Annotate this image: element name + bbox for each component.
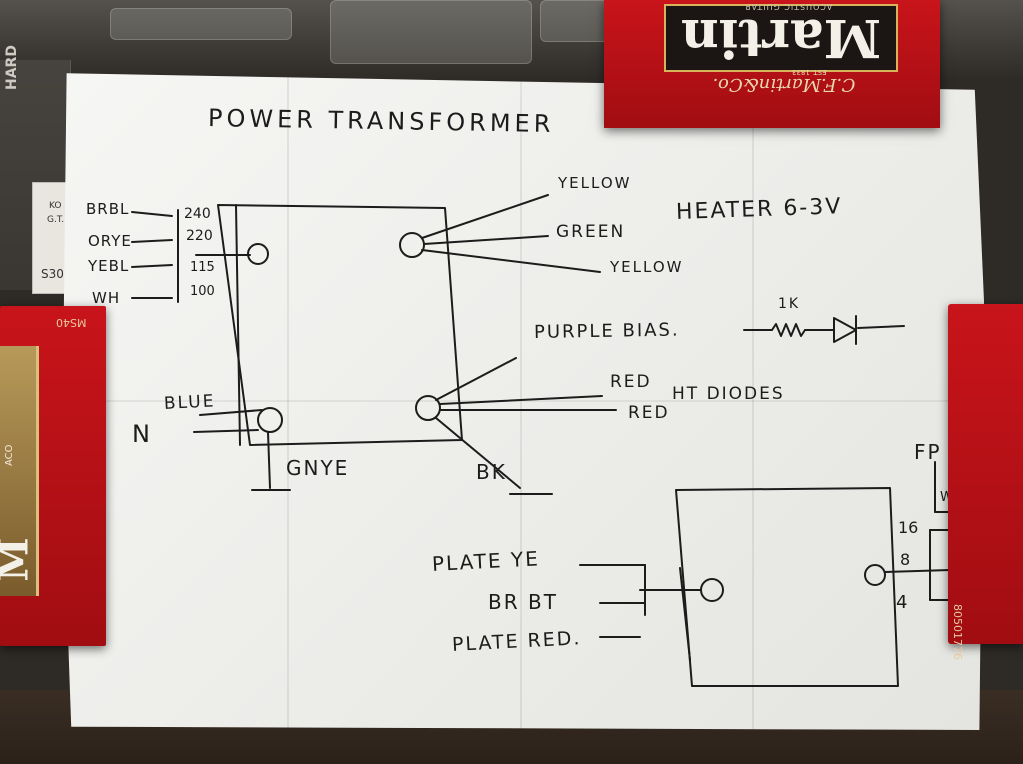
transformer-outline — [217, 204, 463, 446]
output-secondary-terminal — [864, 564, 886, 586]
martin-string-box: Martin C.F.Martin&Co. ACOUSTIC GUITAR ES… — [604, 0, 940, 128]
ht-wire — [439, 395, 603, 405]
output-secondary-wire — [884, 569, 951, 573]
martin-logo-plate: Martin — [664, 4, 898, 72]
martin-script-logo: C.F.Martin&Co. — [712, 74, 856, 95]
primary-wire-label: ORYE — [88, 232, 132, 250]
ground-wire — [267, 431, 271, 489]
output-transformer-outline — [675, 487, 899, 687]
left-string-box: MS40 ACO M — [0, 306, 106, 646]
glass-item-center — [330, 0, 532, 64]
primary-wire-label: WH — [92, 289, 121, 307]
neutral-label: N — [132, 420, 152, 448]
heater-terminal — [399, 232, 425, 258]
heater-wire-label: YELLOW — [558, 174, 632, 192]
paper-fold — [752, 73, 754, 730]
ht-wire — [435, 357, 517, 401]
martin-subtitle: ACOUSTIC GUITAR — [744, 2, 833, 11]
price-tag-line: S30 — [41, 267, 64, 281]
glass-item-arrow — [540, 0, 612, 42]
neutral-terminal — [257, 407, 283, 433]
primary-wire — [131, 239, 173, 243]
price-tag-line: G.T. — [47, 215, 65, 225]
paper-fold — [520, 73, 522, 730]
primary-tap-label: 240 — [184, 206, 211, 222]
price-tag-line: KO — [49, 201, 62, 211]
ht-wire-label: RED — [610, 372, 652, 392]
bias-resistor — [771, 323, 806, 337]
martin-est: EST. 1833 — [792, 68, 827, 76]
heater-wire-label: GREEN — [556, 222, 626, 242]
bias-diode — [833, 315, 857, 345]
primary-terminal — [247, 243, 269, 265]
paper-fold — [287, 73, 289, 730]
output-inner-line — [679, 567, 691, 661]
output-tap-label: 8 — [900, 550, 913, 569]
primary-tap-label: 100 — [190, 284, 215, 299]
output-left-label: BR BT — [488, 590, 558, 614]
schematic-paper — [62, 73, 984, 730]
primary-wire-label: YEBL — [88, 257, 130, 275]
bias-resistor-label: 1K — [778, 296, 801, 312]
heater-wire — [421, 194, 549, 239]
primary-wire-label: BRBL — [86, 200, 130, 218]
transformer-inner-line — [235, 204, 241, 446]
output-right-label: FP — [914, 440, 942, 464]
ht-wire-label: RED — [628, 403, 670, 423]
heater-wire-label: YELLOW — [610, 258, 684, 276]
heater-wire — [421, 249, 601, 273]
neutral-wire-label: BLUE — [163, 391, 216, 414]
ground-label: GNYE — [286, 456, 350, 480]
left-box-code: MS40 — [56, 316, 87, 329]
paper-fold — [62, 400, 984, 402]
primary-wire — [131, 264, 173, 268]
bias-label: PURPLE BIAS. — [533, 319, 680, 343]
left-box-partial-text: ACO — [4, 444, 15, 466]
output-primary-terminal — [700, 578, 724, 602]
bk-wire — [435, 417, 521, 489]
output-tap-label: 16 — [898, 518, 919, 537]
glass-item-left — [110, 8, 292, 40]
ht-terminal — [415, 395, 441, 421]
bk-label: BK — [476, 460, 507, 484]
heater-wire — [423, 235, 549, 245]
left-box-panel: ACO M — [0, 346, 39, 596]
neutral-wire — [193, 429, 259, 433]
bias-wire — [857, 325, 905, 329]
output-tap-label: 4 — [896, 592, 910, 613]
left-box-letter: M — [0, 537, 38, 581]
right-string-box: 80501776 — [948, 304, 1023, 660]
right-box-code: 80501776 — [951, 604, 964, 660]
primary-tap-label: 220 — [186, 228, 213, 244]
neutral-wire — [199, 409, 263, 416]
primary-wire — [131, 211, 173, 217]
ht-label: HT DIODES — [672, 384, 785, 404]
primary-tap-label: 115 — [190, 260, 215, 275]
martin-logo-text: Martin — [680, 7, 882, 69]
